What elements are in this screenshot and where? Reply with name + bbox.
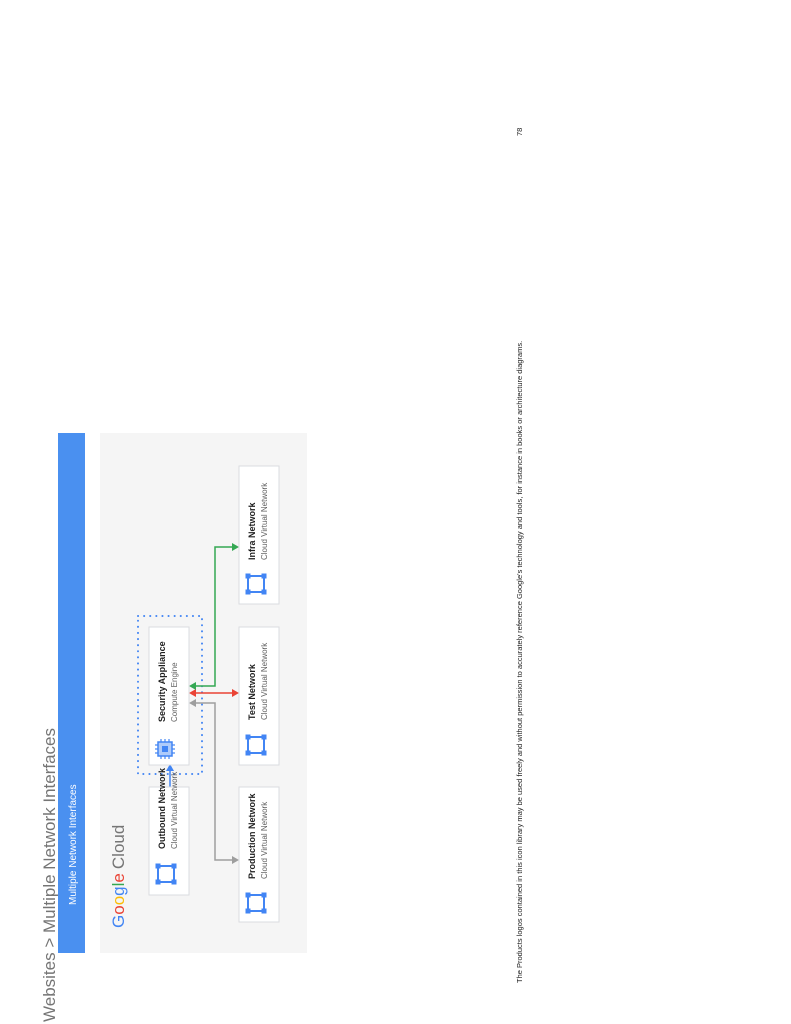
arrowhead <box>232 689 239 697</box>
footer-note: The Products logos contained in this ico… <box>515 340 524 983</box>
arrowhead <box>166 764 174 771</box>
logo-letter-e: e <box>109 873 128 882</box>
node-title: Test Network <box>247 663 257 720</box>
virtual-network-icon <box>245 573 267 595</box>
connectors <box>166 543 239 864</box>
node-subtitle: Compute Engine <box>170 662 179 722</box>
arrowhead <box>189 682 196 690</box>
connector-production <box>195 702 232 861</box>
arrowhead <box>189 699 196 707</box>
logo-letter-l: l <box>109 883 128 887</box>
logo-letter-g1: G <box>109 915 128 928</box>
logo-cloud-word: Cloud <box>109 825 128 869</box>
banner-title: Multiple Network Interfaces <box>68 784 79 905</box>
node-outbound-network: Outbound Network Cloud Virtual Network <box>148 767 190 896</box>
node-subtitle: Cloud Virtual Network <box>260 801 269 879</box>
arrowhead <box>232 856 239 864</box>
node-title: Outbound Network <box>157 767 167 849</box>
arrowhead <box>189 689 196 697</box>
node-subtitle: Cloud Virtual Network <box>170 771 179 849</box>
node-security-appliance: Security Appliance Compute Engine <box>148 626 190 766</box>
google-cloud-logo: GoogleCloud <box>109 825 128 928</box>
virtual-network-icon <box>245 892 267 914</box>
node-subtitle: Cloud Virtual Network <box>260 642 269 720</box>
logo-letter-o2: o <box>109 896 128 905</box>
page-number: 78 <box>515 127 524 136</box>
node-subtitle: Cloud Virtual Network <box>260 482 269 560</box>
node-test-network: Test Network Cloud Virtual Network <box>238 626 280 766</box>
virtual-network-icon <box>155 863 177 885</box>
node-production-network: Production Network Cloud Virtual Network <box>238 786 280 923</box>
connector-infra <box>195 546 232 687</box>
compute-engine-icon <box>155 739 175 759</box>
arrowhead <box>232 543 239 551</box>
node-title: Security Appliance <box>157 641 167 722</box>
node-title: Production Network <box>247 793 257 879</box>
node-title: Infra Network <box>247 501 257 560</box>
logo-letter-g2: g <box>109 886 128 895</box>
virtual-network-icon <box>245 734 267 756</box>
node-infra-network: Infra Network Cloud Virtual Network <box>238 465 280 605</box>
logo-letter-o1: o <box>109 905 128 914</box>
diagram-banner <box>58 433 85 953</box>
security-boundary <box>137 615 203 775</box>
